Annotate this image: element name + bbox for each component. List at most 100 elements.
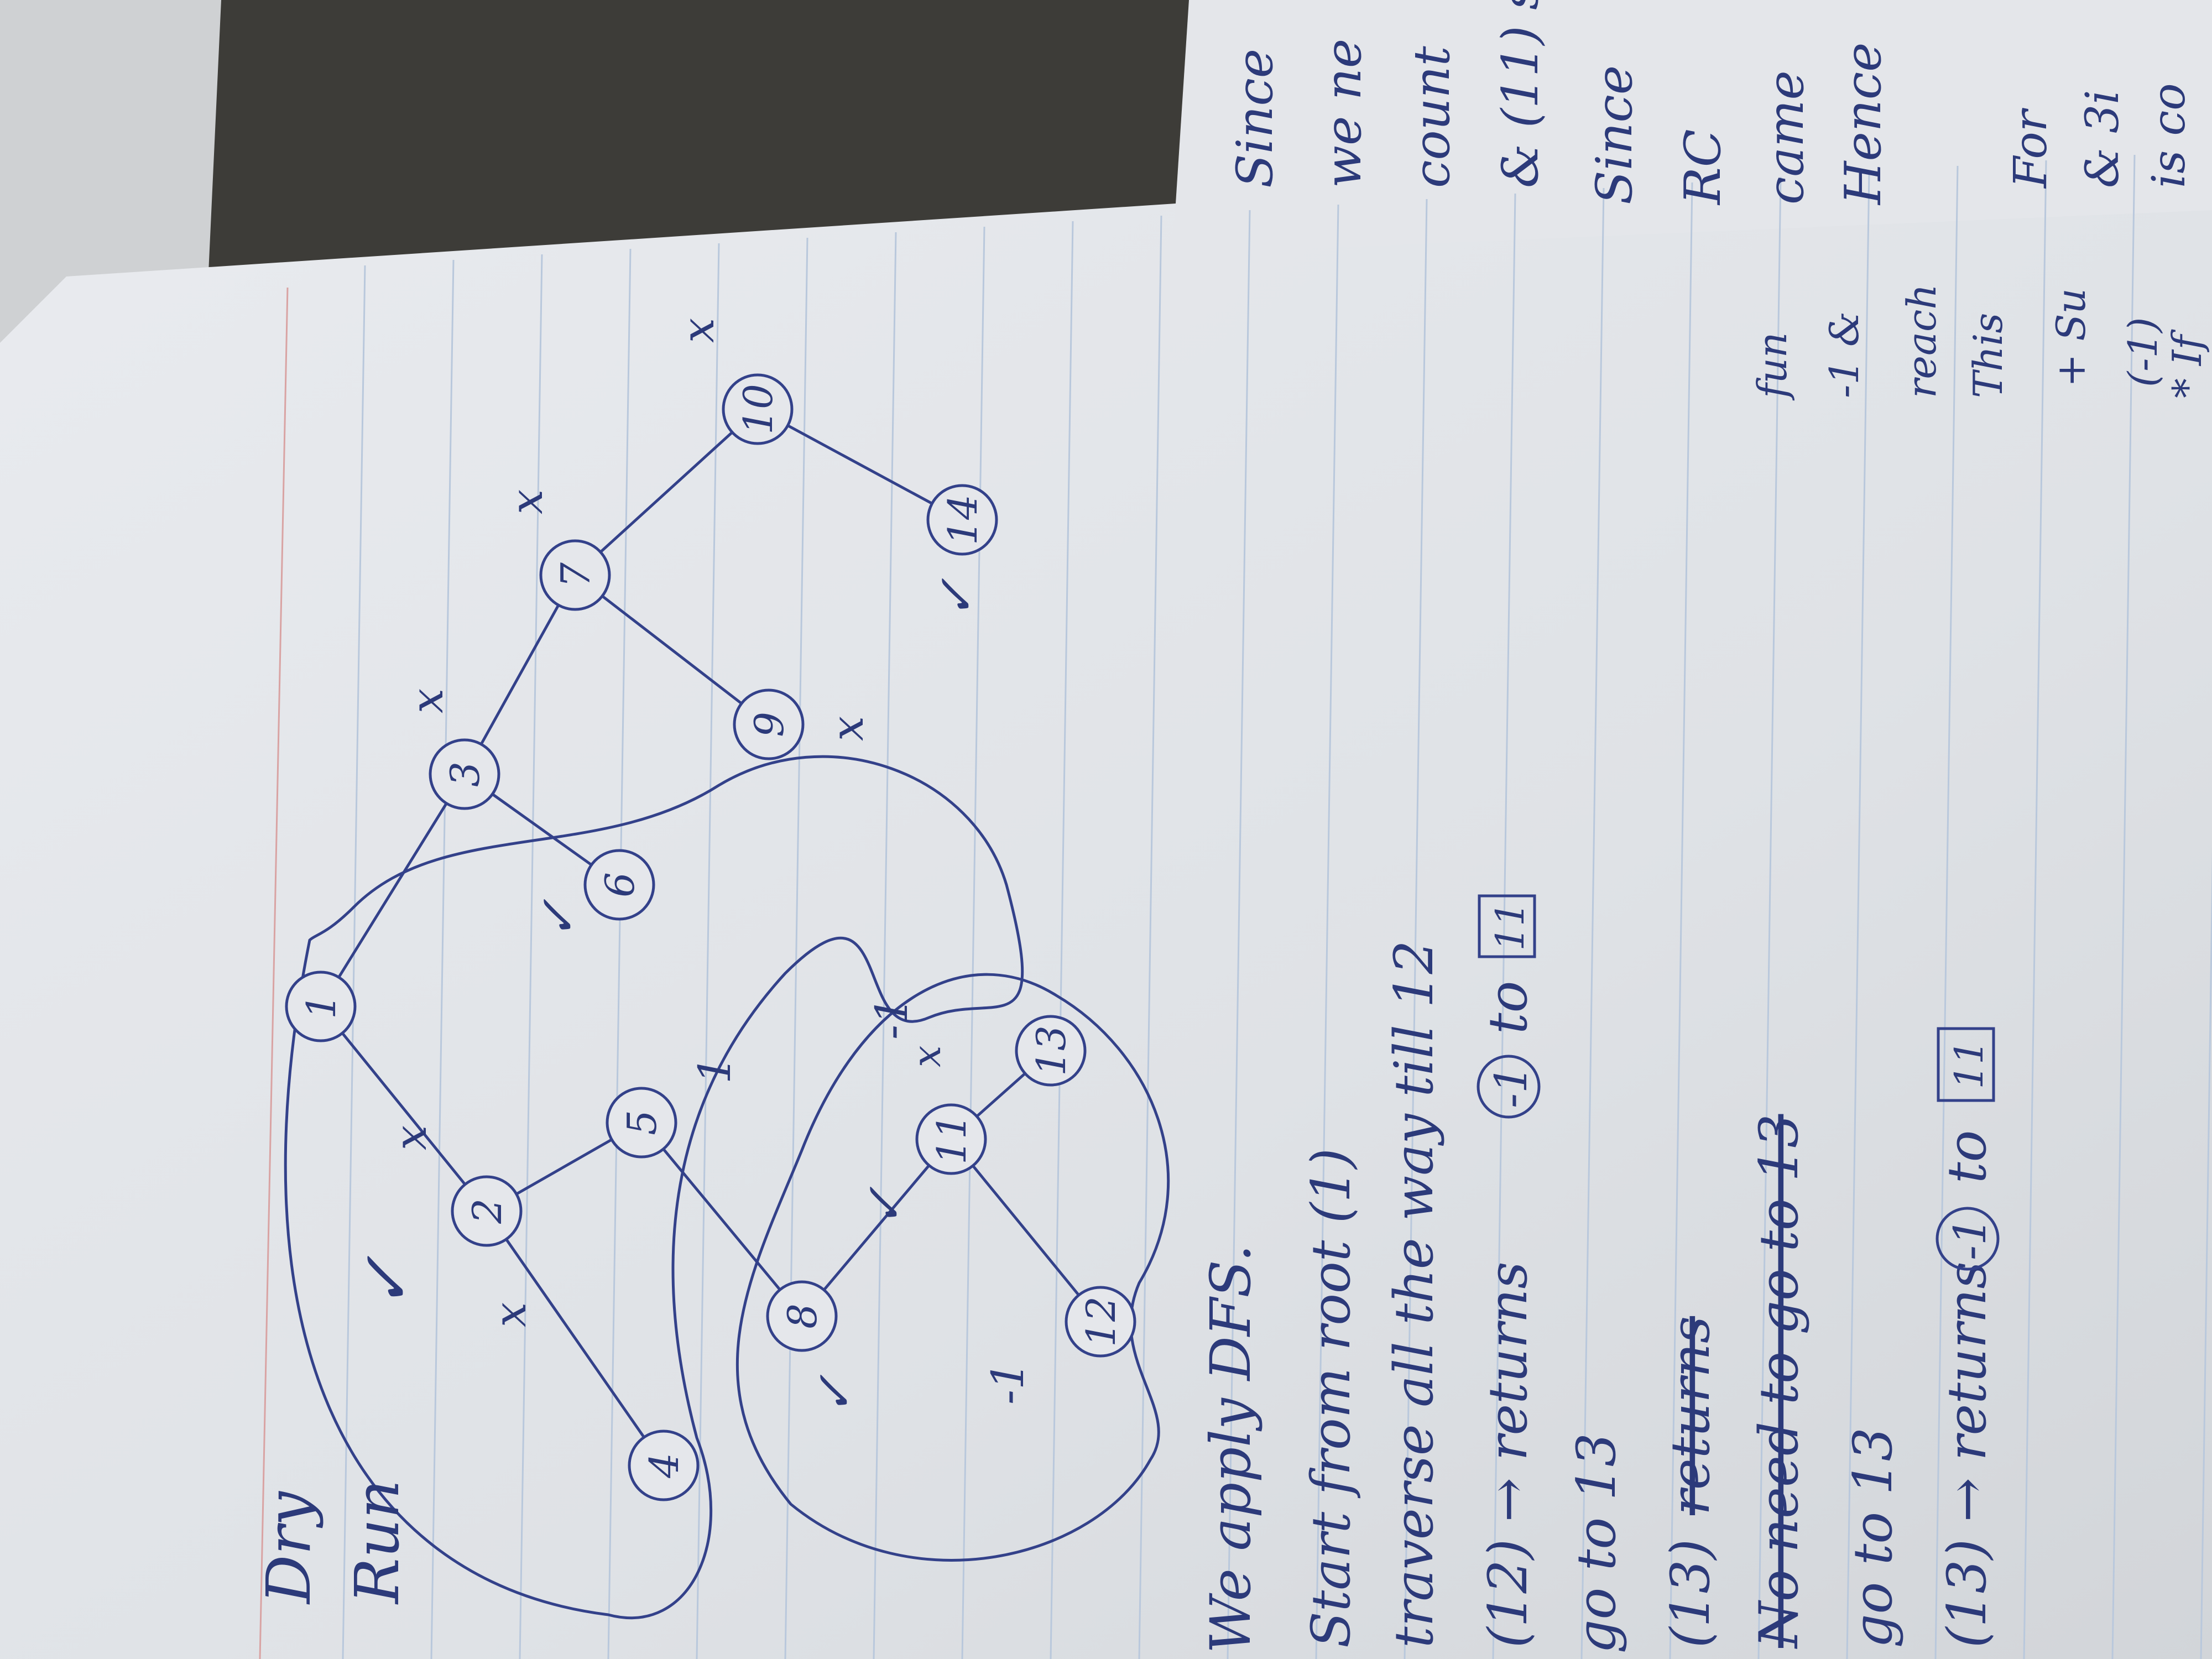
node-label: 3: [442, 761, 488, 787]
node-circle: [766, 1280, 838, 1352]
mark-x-11: x: [904, 1046, 950, 1067]
ruled-line: [696, 243, 720, 1659]
ruled-line: [1846, 171, 1870, 1659]
node-label: 13: [1028, 1025, 1074, 1076]
node-8: 8: [766, 1280, 838, 1352]
node-label: 2: [464, 1198, 510, 1224]
node-circle: [583, 849, 655, 921]
grouping-loop-outer: [284, 755, 1024, 1620]
node-label: 12: [1078, 1296, 1124, 1347]
ruled-line: [784, 237, 808, 1659]
edge-7-10: [573, 408, 759, 577]
node-circle: [539, 539, 611, 611]
note-line8-circle: [1936, 1207, 2000, 1271]
ruled-line: [1580, 187, 1605, 1659]
node-11: 11: [915, 1103, 987, 1175]
edge-8-11: [800, 1138, 953, 1318]
edge-7-9: [573, 573, 770, 726]
node-circle: [1065, 1286, 1136, 1358]
side-note-l: + Su: [2048, 288, 2094, 387]
node-label: 6: [597, 872, 643, 898]
node-label: 7: [552, 562, 599, 588]
node-12: 12: [1065, 1286, 1136, 1358]
mark-x-7: x: [501, 489, 552, 514]
edge-1-2: [319, 1005, 488, 1213]
edge-11-12: [950, 1138, 1102, 1323]
side-note-e: Since: [1585, 65, 1644, 205]
node-5: 5: [606, 1087, 677, 1159]
ruled-line: [2023, 160, 2047, 1659]
mark-tick-6: ✓: [529, 899, 587, 940]
side-note-h: Hence: [1834, 43, 1892, 206]
node-4: 4: [628, 1430, 700, 1501]
side-note-p: * If: [2164, 329, 2210, 398]
node-label: 14: [940, 494, 986, 545]
side-note-k: is co: [2143, 83, 2195, 188]
side-note-r: fun: [1749, 332, 1796, 401]
ruled-line: [1669, 182, 1693, 1659]
mark-tick-11: ✓: [855, 1186, 914, 1228]
ruled-line: [1050, 221, 1074, 1659]
ruled-line: [1138, 215, 1162, 1659]
mark-x-2b: x: [484, 1302, 536, 1327]
notebook-page: [0, 138, 2212, 1659]
mark-tick-2: ✓: [348, 1255, 425, 1311]
note-line4: go to 13: [1566, 1433, 1627, 1653]
node-7: 7: [539, 539, 611, 611]
margin-line: [259, 287, 289, 1659]
mark-tick-8: ✓: [806, 1374, 864, 1416]
node-circle: [451, 1175, 523, 1247]
node-circle: [628, 1430, 700, 1501]
edges-layer: [319, 408, 1102, 1467]
node-circle: [1015, 1015, 1087, 1087]
ruled-line: [1315, 204, 1339, 1659]
node-1: 1: [285, 971, 357, 1042]
node-10: 10: [722, 373, 794, 445]
mark-one-5: 1: [689, 1056, 740, 1084]
edge-3-7: [463, 573, 577, 776]
ruled-line: [519, 254, 543, 1659]
ruled-line: [873, 232, 897, 1659]
heading-run: Run: [342, 1479, 413, 1605]
ruled-line: [1934, 165, 1959, 1659]
heading-dry: Dry: [253, 1490, 324, 1605]
side-note-d: & (11) s: [1491, 0, 1550, 188]
note-line8: (13) → returns -1 to 11: [1936, 1027, 2000, 1648]
note-line3-box-frame: [1478, 894, 1536, 958]
ruled-line: [2111, 154, 2136, 1659]
mark-x-2: x: [385, 1125, 436, 1150]
node-2: 2: [451, 1175, 523, 1247]
ruled-line: [961, 226, 985, 1659]
ruled-lines: [342, 154, 2212, 1659]
node-circle: [722, 373, 794, 445]
side-note-f: RC: [1674, 129, 1732, 206]
node-circle: [429, 738, 500, 810]
node-6: 6: [583, 849, 655, 921]
side-note-n: This: [1965, 313, 2011, 398]
grouping-loop-inner: [735, 973, 1170, 1562]
note-line8-post: to: [1936, 1130, 1998, 1183]
note-line3-circle: [1477, 1055, 1541, 1119]
mark-x-10: x: [672, 318, 724, 343]
ruled-line: [1404, 199, 1428, 1659]
node-label: 5: [619, 1110, 665, 1135]
node-9: 9: [733, 688, 805, 760]
node-circle: [915, 1103, 987, 1175]
node-label: 8: [779, 1303, 826, 1329]
side-note-o: reach: [1898, 284, 1945, 398]
edge-5-8: [640, 1121, 804, 1318]
note-line3-circ: -1: [1485, 1065, 1537, 1108]
side-note-c: count: [1403, 45, 1461, 188]
note-line8-pre: (13) → returns: [1936, 1261, 1998, 1648]
note-line8-circ: -1: [1944, 1217, 1996, 1260]
note-line5-pre: (13): [1660, 1539, 1721, 1648]
note-line6: No need to go to 13: [1748, 1114, 1810, 1649]
edge-10-14: [756, 408, 964, 521]
ruled-line: [2200, 847, 2212, 1659]
edge-2-4: [485, 1209, 665, 1467]
mark-neg-one-12: -1: [982, 1361, 1034, 1405]
